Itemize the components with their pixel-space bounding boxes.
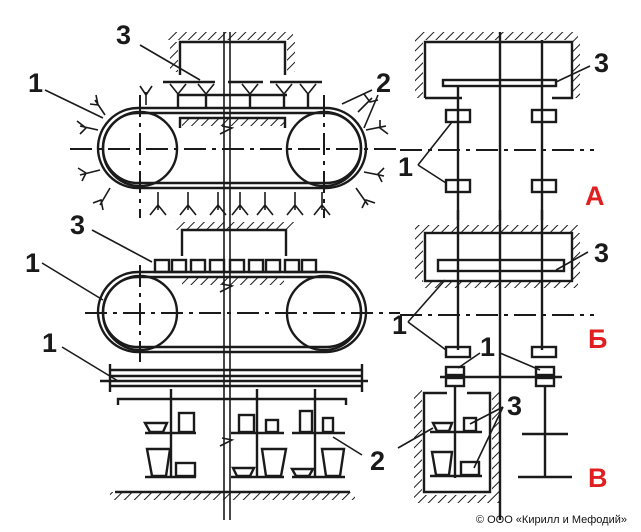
callout-3: 3 (70, 210, 85, 240)
callout-1: 1 (392, 310, 407, 340)
hatch (170, 42, 178, 72)
brushes (76, 85, 389, 216)
callout-2: 2 (376, 68, 391, 98)
callout-2: 2 (370, 446, 385, 476)
section-label-v: В (588, 463, 608, 493)
hatch (287, 42, 295, 72)
callout-3: 3 (507, 391, 522, 421)
housing (178, 40, 287, 75)
labels: 3 1 2 3 1 А 3 1 3 1 1 Б 1 2 2 3 В (25, 20, 609, 493)
copyright: © ООО «Кирилл и Мефодий» (475, 514, 627, 526)
scheme-b-front (85, 222, 400, 362)
callout-3: 3 (594, 238, 609, 268)
callout-3: 3 (594, 48, 609, 78)
scheme-v-front (100, 364, 368, 500)
section-label-a: А (585, 181, 605, 211)
dishes (142, 409, 346, 478)
product-boxes (153, 258, 318, 274)
scheme-b-side (400, 210, 594, 520)
scheme-a-front (70, 32, 400, 218)
callout-1: 1 (25, 248, 40, 278)
callout-3: 3 (116, 20, 131, 50)
callout-1: 1 (42, 328, 57, 358)
callout-1: 1 (480, 332, 495, 362)
scheme-v-side (414, 365, 572, 503)
rollers (444, 108, 558, 194)
callout-1: 1 (28, 68, 43, 98)
trays (163, 80, 322, 108)
leader-lines (41, 44, 591, 469)
callout-1: 1 (398, 152, 413, 182)
scheme-a-side (400, 32, 594, 220)
section-label-b: Б (588, 324, 607, 354)
